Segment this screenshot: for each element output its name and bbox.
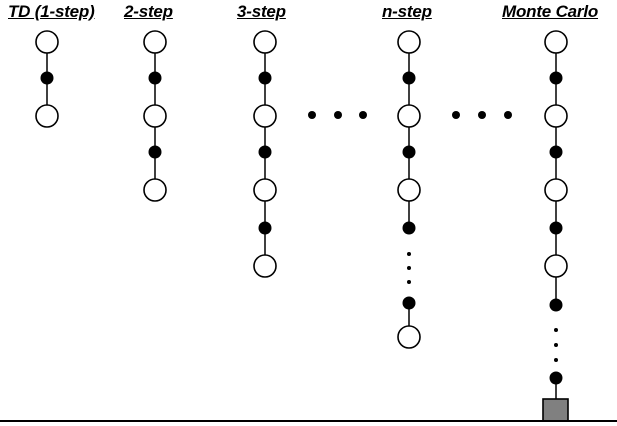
action-node <box>549 298 563 312</box>
state-node <box>35 30 59 54</box>
horizontal-ellipsis-dot <box>334 111 342 119</box>
horizontal-ellipsis-dot <box>478 111 486 119</box>
horizontal-ellipsis-dot <box>452 111 460 119</box>
state-node <box>253 254 277 278</box>
column-n-step <box>397 30 421 349</box>
action-node <box>402 221 416 235</box>
vertical-ellipsis-dot <box>554 358 558 362</box>
ellipsis-right <box>452 111 512 119</box>
column-label-monte-carlo: Monte Carlo <box>502 2 599 21</box>
action-node <box>402 71 416 85</box>
state-node <box>544 30 568 54</box>
state-node <box>143 178 167 202</box>
action-node <box>549 371 563 385</box>
vertical-ellipsis-dot <box>407 280 411 284</box>
column-3-step <box>253 30 277 278</box>
action-node <box>258 221 272 235</box>
state-node <box>253 178 277 202</box>
baseline-rule <box>0 420 617 422</box>
column-2-step <box>143 30 167 202</box>
ellipsis-left <box>308 111 367 119</box>
state-node <box>544 104 568 128</box>
state-node <box>143 30 167 54</box>
state-node <box>253 104 277 128</box>
state-node <box>397 30 421 54</box>
action-node <box>402 296 416 310</box>
vertical-ellipsis-dot <box>554 328 558 332</box>
state-node <box>253 30 277 54</box>
state-node <box>397 325 421 349</box>
horizontal-ellipsis-dot <box>308 111 316 119</box>
state-node <box>397 178 421 202</box>
terminal-node <box>542 398 569 422</box>
column-label-3-step: 3-step <box>237 2 286 21</box>
column-label-n-step: n-step <box>382 2 432 21</box>
action-node <box>549 71 563 85</box>
state-node <box>35 104 59 128</box>
action-node <box>549 221 563 235</box>
state-node <box>544 254 568 278</box>
action-node <box>258 145 272 159</box>
vertical-ellipsis-dot <box>407 252 411 256</box>
action-node <box>549 145 563 159</box>
vertical-ellipsis-dot <box>407 266 411 270</box>
horizontal-ellipsis-dot <box>359 111 367 119</box>
state-node <box>544 178 568 202</box>
action-node <box>402 145 416 159</box>
action-node <box>40 71 54 85</box>
column-td-1-step <box>35 30 59 128</box>
horizontal-ellipsis-dot <box>504 111 512 119</box>
action-node <box>148 145 162 159</box>
action-node <box>148 71 162 85</box>
state-node <box>143 104 167 128</box>
column-label-2-step: 2-step <box>124 2 173 21</box>
column-label-td-1-step: TD (1-step) <box>8 2 95 21</box>
action-node <box>258 71 272 85</box>
column-monte-carlo <box>542 30 569 422</box>
vertical-ellipsis-dot <box>554 343 558 347</box>
state-node <box>397 104 421 128</box>
